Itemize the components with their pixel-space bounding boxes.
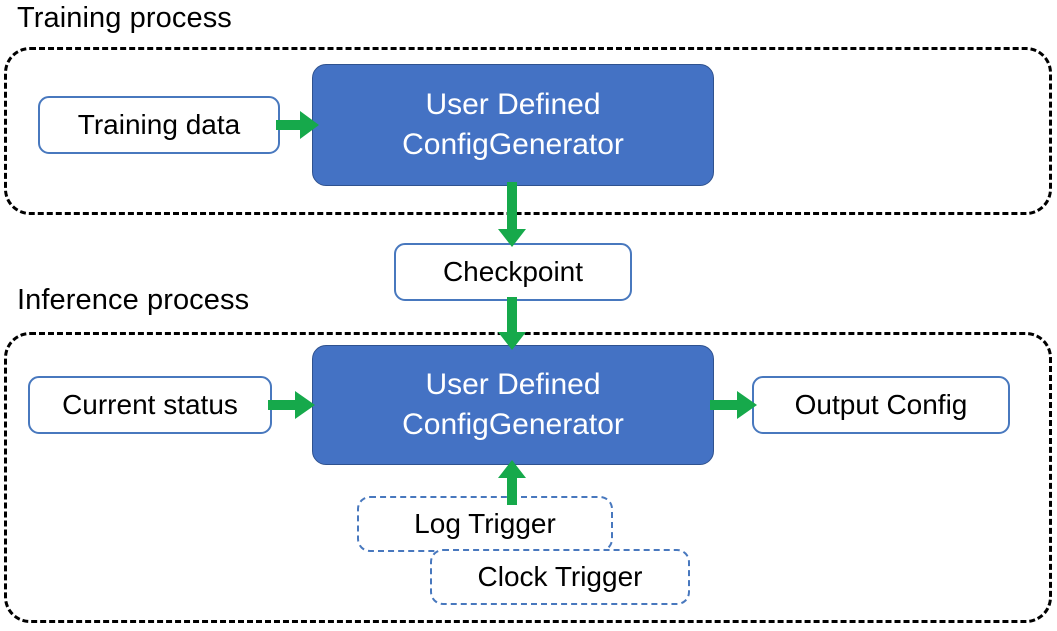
arrow-generator-to-output-config-icon bbox=[710, 391, 757, 419]
node-training-data-label: Training data bbox=[77, 109, 241, 140]
node-checkpoint[interactable]: Checkpoint bbox=[394, 243, 632, 301]
arrow-training-data-to-generator-icon bbox=[276, 111, 319, 139]
node-user-defined-config-generator-inference[interactable]: User Defined ConfigGenerator bbox=[312, 345, 714, 465]
node-log-trigger-label: Log Trigger bbox=[414, 508, 556, 539]
node-log-trigger[interactable]: Log Trigger bbox=[357, 496, 613, 552]
inference-process-container bbox=[4, 332, 1052, 623]
node-generator-inference-line2: ConfigGenerator bbox=[402, 408, 624, 441]
node-output-config[interactable]: Output Config bbox=[752, 376, 1010, 434]
node-user-defined-config-generator-training[interactable]: User Defined ConfigGenerator bbox=[312, 64, 714, 186]
node-checkpoint-label: Checkpoint bbox=[442, 256, 584, 287]
arrow-current-status-to-generator-icon bbox=[268, 391, 315, 419]
training-process-container bbox=[4, 47, 1052, 215]
node-current-status[interactable]: Current status bbox=[28, 376, 272, 434]
node-clock-trigger[interactable]: Clock Trigger bbox=[430, 549, 690, 605]
node-current-status-label: Current status bbox=[62, 389, 238, 420]
training-process-title: Training process bbox=[17, 2, 232, 34]
node-generator-training-line2: ConfigGenerator bbox=[402, 128, 624, 161]
node-output-config-label: Output Config bbox=[794, 389, 968, 420]
arrow-generator-to-checkpoint-icon bbox=[498, 182, 526, 247]
node-generator-training-line1: User Defined bbox=[425, 88, 601, 122]
inference-process-title: Inference process bbox=[17, 284, 250, 316]
arrow-checkpoint-to-generator-icon bbox=[498, 297, 526, 350]
node-generator-inference-line1: User Defined bbox=[425, 368, 601, 402]
node-training-data[interactable]: Training data bbox=[38, 96, 280, 154]
arrow-triggers-to-generator-icon bbox=[498, 460, 526, 505]
node-clock-trigger-label: Clock Trigger bbox=[477, 561, 643, 592]
